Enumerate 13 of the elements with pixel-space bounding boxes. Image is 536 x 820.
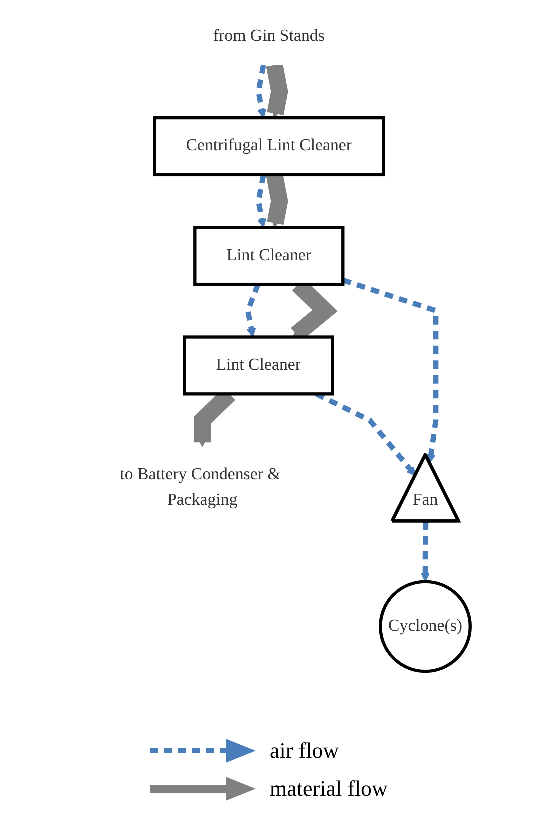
arrow xyxy=(266,64,288,118)
node-box: Centrifugal Lint Cleaner xyxy=(153,116,386,177)
node-box: Lint Cleaner xyxy=(183,336,334,396)
arrow xyxy=(256,64,267,118)
node-text: from Gin Stands xyxy=(213,27,325,46)
node-box: Lint Cleaner xyxy=(194,226,345,286)
node-text: to Battery Condenser & Packaging xyxy=(120,466,281,510)
arrow xyxy=(342,278,439,464)
arrow xyxy=(420,522,430,582)
arrow xyxy=(256,174,267,228)
legend-text: air flow xyxy=(270,738,340,764)
legend-text: material flow xyxy=(270,776,388,802)
node-circle: Cyclone(s) xyxy=(379,580,472,674)
